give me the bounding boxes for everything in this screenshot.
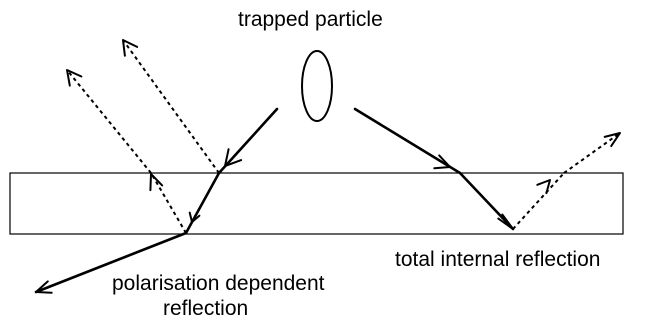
glass-slab <box>9 172 624 235</box>
reflected-ray-right-inside <box>512 172 565 230</box>
incident-ray-left <box>217 107 279 175</box>
arrowhead-incident-left <box>224 148 243 167</box>
arrowhead-refracted-left <box>188 211 201 223</box>
trapped-particle <box>301 50 333 122</box>
arrowhead-reflected-right-outside <box>603 132 621 148</box>
total-internal-reflection-label: total internal reflection <box>395 248 600 271</box>
arrowhead-reflected-right-inside <box>536 179 551 195</box>
transmitted-ray-right <box>458 171 515 231</box>
arrowhead-incident-right <box>433 154 451 170</box>
reflection-label: reflection <box>163 297 248 320</box>
reflected-ray-right-outside <box>563 132 621 174</box>
arrowhead-reflected-bottom-outside <box>66 69 83 87</box>
arrowhead-reflected-bottom-inside <box>149 173 164 192</box>
reflected-ray-top-surface <box>122 39 220 174</box>
arrowhead-transmitted-bottom <box>35 280 53 294</box>
reflected-ray-bottom-outside <box>66 69 152 174</box>
reflected-ray-bottom-inside <box>150 172 187 234</box>
incident-ray-right <box>353 107 462 175</box>
polarisation-dependent-label: polarisation dependent <box>112 272 325 295</box>
arrowhead-reflected-top-surface <box>122 39 139 57</box>
refracted-ray-left <box>184 171 221 235</box>
trapped-particle-label: trapped particle <box>238 8 383 31</box>
transmitted-ray-bottom <box>34 231 188 294</box>
